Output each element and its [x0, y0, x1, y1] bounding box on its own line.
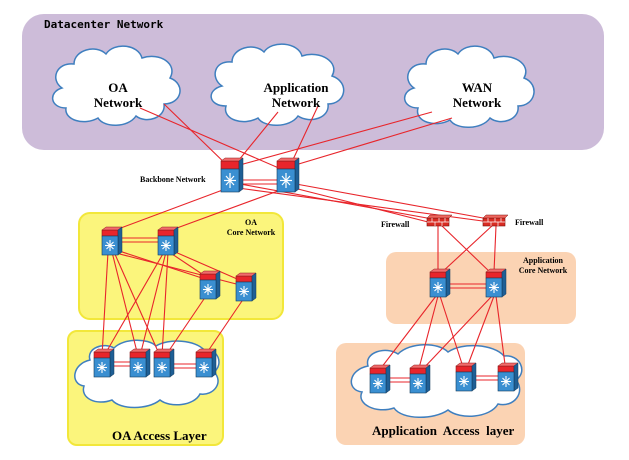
datacenter-title: Datacenter Network — [44, 18, 164, 31]
wan-network-line2: Network — [452, 95, 502, 110]
app-access-switch-4 — [497, 362, 519, 392]
application-network-cloud — [210, 43, 345, 126]
backbone-switch-right — [276, 157, 300, 193]
backbone-network-label: Backbone Network — [140, 175, 206, 184]
oa-access-switch-4 — [195, 348, 217, 378]
oa-access-switch-1 — [93, 348, 115, 378]
oa-network-label: OA Network — [90, 80, 146, 110]
app-access-switch-3 — [455, 362, 477, 392]
oa-network-line1: OA — [108, 80, 128, 95]
app-access-switch-1 — [369, 364, 391, 394]
app-access-layer-label: Application Access layer — [372, 423, 515, 438]
firewall-right-label: Firewall — [515, 218, 544, 227]
app-core-line2: Core Network — [518, 266, 568, 275]
oa-access-switch-3 — [153, 348, 175, 378]
firewall-right-icon — [482, 214, 509, 227]
app-core-switch-1 — [429, 268, 451, 298]
wan-network-cloud — [404, 45, 535, 128]
application-network-line1: Application — [263, 80, 329, 95]
application-network-line2: Network — [271, 95, 321, 110]
app-core-switch-2 — [485, 268, 507, 298]
wan-network-label: WAN Network — [444, 80, 510, 110]
app-core-label: Application Core Network — [512, 256, 574, 276]
oa-core-switch-3 — [199, 270, 221, 300]
oa-network-cloud — [52, 45, 181, 126]
oa-access-switch-2 — [129, 348, 151, 378]
oa-core-label: OA Core Network — [221, 218, 281, 238]
oa-core-switch-2 — [157, 226, 179, 256]
wan-network-line1: WAN — [461, 80, 493, 95]
oa-core-line1: OA — [245, 218, 257, 227]
oa-access-layer-label: OA Access Layer — [112, 428, 207, 443]
oa-core-line2: Core Network — [226, 228, 276, 237]
oa-network-line2: Network — [93, 95, 143, 110]
oa-core-switch-4 — [235, 272, 257, 302]
app-access-switch-2 — [409, 364, 431, 394]
oa-core-switch-1 — [101, 226, 123, 256]
network-links — [101, 103, 507, 373]
firewall-left-label: Firewall — [381, 220, 410, 229]
app-core-line1: Application — [522, 256, 563, 265]
firewall-left-icon — [426, 214, 453, 227]
backbone-switch-left — [220, 157, 244, 193]
application-network-label: Application Network — [248, 80, 344, 110]
